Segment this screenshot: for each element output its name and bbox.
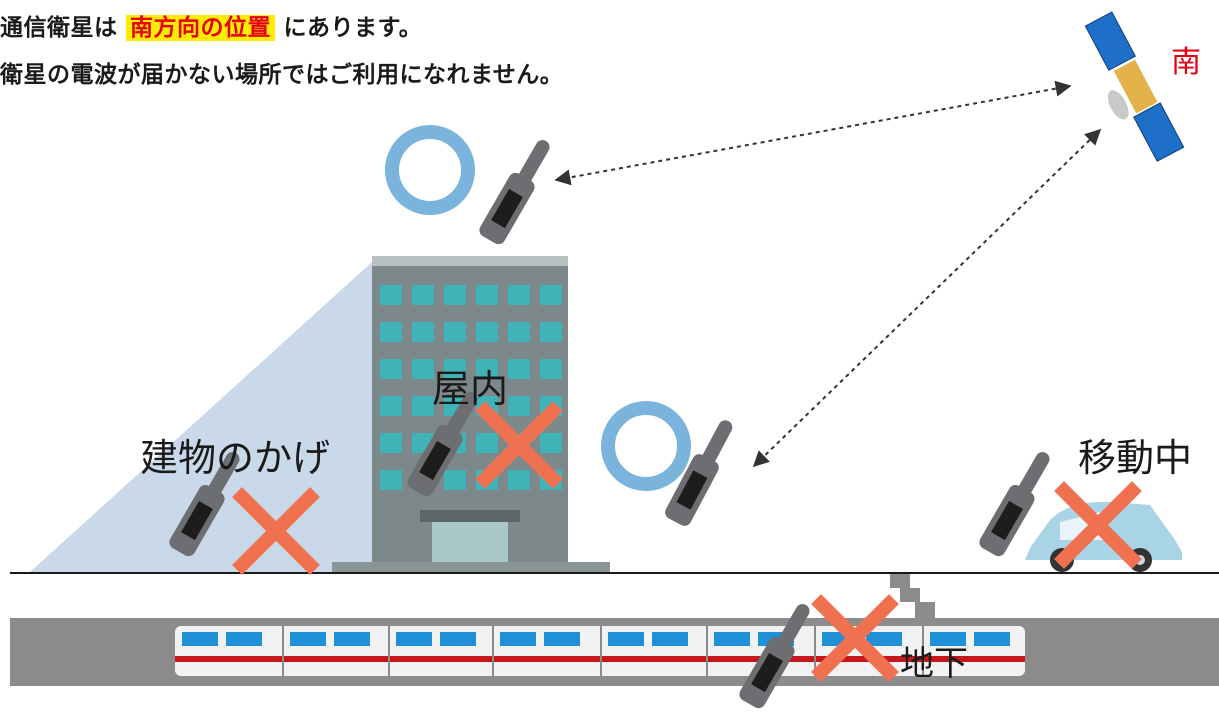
header-prefix: 通信衛星は: [0, 15, 118, 41]
signal-line-middle: [752, 128, 1102, 468]
ok-circle-icon: [385, 125, 475, 215]
signal-line-top: [554, 80, 1072, 186]
south-label: 南: [1171, 45, 1201, 80]
header-suffix: にあります。: [283, 15, 423, 41]
ok-circle-icon: [601, 401, 691, 491]
satellite-icon: [1084, 11, 1185, 162]
phone-icon: [476, 134, 559, 247]
stairs: [890, 574, 935, 618]
header-line-2: 衛星の電波が届かない場所ではご利用になれません。: [0, 62, 564, 88]
label-indoor: 屋内: [432, 367, 509, 411]
label-moving: 移動中: [1078, 436, 1193, 480]
train: [175, 626, 1025, 676]
label-building-shadow: 建物のかげ: [140, 436, 331, 480]
building-shadow: [30, 262, 372, 572]
header-line-1: 通信衛星は 南方向の位置 にあります。: [0, 8, 422, 42]
header-highlight: 南方向の位置: [126, 15, 276, 41]
label-underground: 地下: [900, 644, 968, 684]
building: [332, 256, 610, 572]
